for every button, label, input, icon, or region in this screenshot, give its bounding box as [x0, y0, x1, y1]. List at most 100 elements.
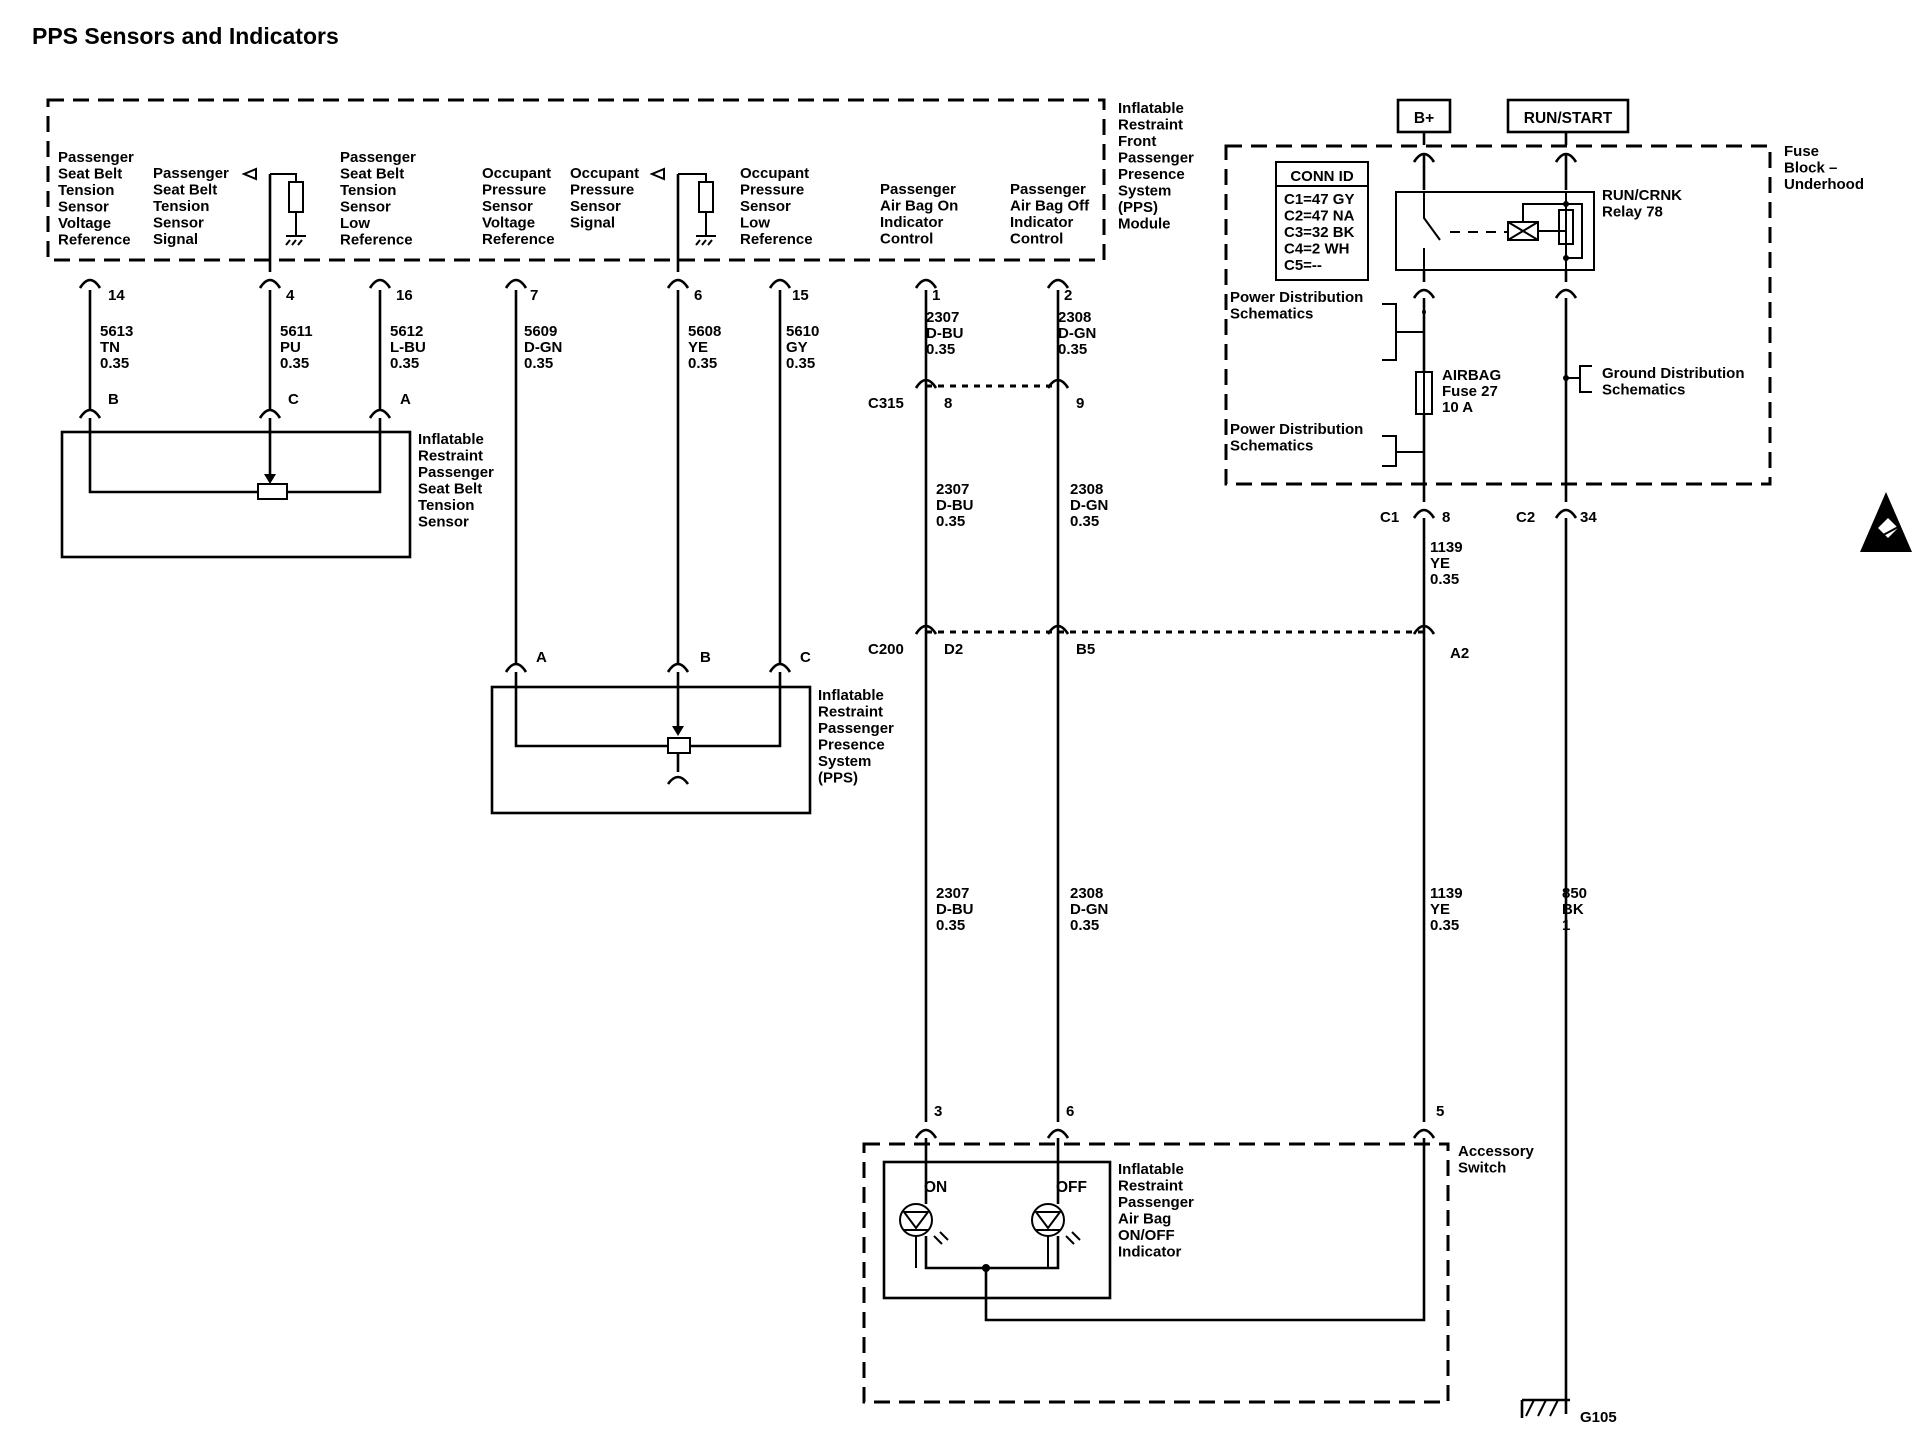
text-line: Restraint: [818, 704, 883, 721]
conn-id-title: CONN ID: [1290, 168, 1354, 185]
text-line: Sensor: [740, 198, 791, 215]
text-line: Tension: [58, 182, 114, 199]
text-line: ON/OFF: [1118, 1227, 1175, 1244]
connector-cup: [666, 278, 690, 289]
text-line: 850: [1562, 885, 1587, 902]
text-line: Air Bag Off: [1010, 198, 1090, 215]
text-line: Power Distribution: [1230, 289, 1363, 306]
text-line: Indicator: [1010, 214, 1074, 231]
text-line: RUN/CRNK: [1602, 187, 1682, 204]
c2-pin: 34: [1580, 509, 1597, 526]
text-line: Reference: [740, 231, 813, 248]
text-line: D-GN: [1070, 497, 1108, 514]
text-line: Reference: [482, 231, 555, 248]
text-line: Ground Distribution: [1602, 365, 1744, 382]
text-line: 0.35: [1430, 917, 1459, 934]
text-line: Tension: [153, 198, 209, 215]
c1-pin: 8: [1442, 509, 1450, 526]
text-line: Sensor: [482, 198, 533, 215]
text-line: (PPS): [1118, 199, 1158, 216]
text-line: Signal: [153, 231, 198, 248]
text-line: Sensor: [153, 215, 204, 232]
text-line: Fuse: [1784, 143, 1819, 160]
c200-pin-d2: D2: [944, 641, 963, 658]
seat-belt-pin-c: C: [288, 391, 299, 408]
text-line: 0.35: [688, 355, 717, 372]
text-line: Seat Belt: [153, 182, 217, 199]
text-line: Indicator: [880, 214, 944, 231]
text-line: 0.35: [390, 355, 419, 372]
connector-cup: [258, 408, 282, 419]
text-line: Inflatable: [1118, 100, 1184, 117]
text-line: Restraint: [1118, 1178, 1183, 1195]
text-line: 0.35: [936, 917, 965, 934]
connector-cup: [368, 408, 392, 419]
text-line: Tension: [340, 182, 396, 199]
connector-cup: [768, 662, 792, 673]
text-line: 5613: [100, 323, 133, 340]
c200-pin-a2: A2: [1450, 645, 1469, 662]
text-line: Schematics: [1230, 306, 1313, 323]
text-line: System: [818, 753, 871, 770]
text-line: Passenger: [818, 720, 894, 737]
pin-number-4: 4: [286, 287, 295, 304]
text-line: Power Distribution: [1230, 421, 1363, 438]
text-line: L-BU: [390, 339, 426, 356]
text-line: Reference: [340, 232, 413, 249]
text-line: 0.35: [1430, 571, 1459, 588]
c315-pin-8: 8: [944, 395, 952, 412]
connector-cup: [768, 278, 792, 289]
text-line: Indicator: [1118, 1244, 1182, 1261]
connector-cup: [914, 1128, 938, 1139]
text-line: Passenger: [340, 149, 416, 166]
text-line: Pressure: [482, 182, 546, 199]
text-line: 2307: [936, 481, 969, 498]
bplus-label: B+: [1414, 110, 1434, 127]
text-line: Occupant: [482, 165, 551, 182]
text-line: Pressure: [570, 182, 634, 199]
text-line: 2307: [926, 309, 959, 326]
pps-pin-b: B: [700, 649, 711, 666]
on-label: ON: [924, 1179, 947, 1196]
text-line: YE: [688, 339, 708, 356]
text-line: Passenger: [153, 165, 229, 182]
text-line: 0.35: [1070, 513, 1099, 530]
text-line: Presence: [1118, 166, 1185, 183]
connector-cup: [78, 278, 102, 289]
connector-cup: [1412, 1128, 1436, 1139]
text-line: C1=47 GY: [1284, 191, 1354, 208]
text-line: Presence: [818, 737, 885, 754]
pin-number-14: 14: [108, 287, 125, 304]
c315-pin-9: 9: [1076, 395, 1084, 412]
pin-number-2: 2: [1064, 287, 1072, 304]
text-line: Module: [1118, 216, 1171, 233]
text-line: TN: [100, 339, 120, 356]
text-line: Low: [740, 215, 770, 232]
text-line: Pressure: [740, 182, 804, 199]
text-line: 1: [1562, 917, 1570, 934]
text-line: C3=32 BK: [1284, 224, 1355, 241]
text-line: Restraint: [1118, 117, 1183, 134]
text-line: Control: [1010, 231, 1063, 248]
